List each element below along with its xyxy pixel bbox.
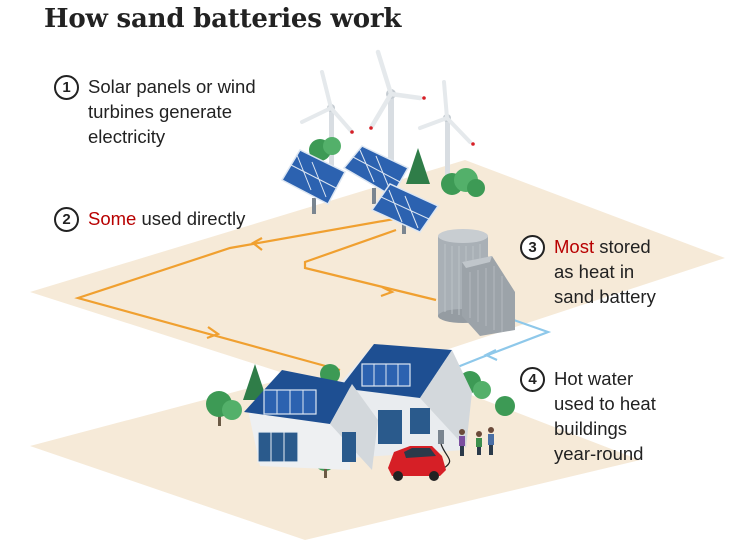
step-text-line: used to heat xyxy=(554,393,656,414)
flow-arrowheads xyxy=(206,237,395,340)
step-text-line: year-round xyxy=(554,443,644,464)
person-icon xyxy=(459,429,465,456)
tree-icon xyxy=(441,168,485,197)
heat-pipe xyxy=(454,316,552,370)
step-text: Most stored as heat in sand battery xyxy=(554,234,656,309)
step-text-line: turbines generate xyxy=(88,101,232,122)
step-text: Some used directly xyxy=(88,206,245,231)
wind-turbine-icon xyxy=(418,80,475,192)
step-text-line: Solar panels or wind xyxy=(88,76,256,97)
step-text-line: electricity xyxy=(88,126,166,147)
step-text: Solar panels or wind turbines generate e… xyxy=(88,74,256,149)
tree-icon xyxy=(495,396,515,416)
step-number-badge: 2 xyxy=(54,207,79,232)
step-text-rest: used directly xyxy=(136,208,246,229)
electric-car-icon xyxy=(388,446,446,481)
step-text-line: sand battery xyxy=(554,286,656,307)
step-2: 2 Some used directly xyxy=(54,206,245,232)
step-number-badge: 4 xyxy=(520,367,545,392)
step-text-line: buildings xyxy=(554,418,628,439)
step-text-line: as heat in xyxy=(554,261,635,282)
upper-ground-plane xyxy=(30,160,725,388)
page-title: How sand batteries work xyxy=(44,4,402,34)
tree-icon xyxy=(406,148,430,184)
step-1: 1 Solar panels or wind turbines generate… xyxy=(54,74,256,149)
sand-battery-icon xyxy=(438,229,515,336)
highlight-word: Some xyxy=(88,208,137,229)
step-4: 4 Hot water used to heat buildings year-… xyxy=(520,366,656,466)
step-number-badge: 3 xyxy=(520,235,545,260)
step-text-line: Most stored xyxy=(554,234,656,259)
house-icon xyxy=(244,370,378,470)
person-icon xyxy=(476,431,482,455)
wind-turbine-icon xyxy=(369,49,426,191)
tree-icon xyxy=(243,364,267,400)
highlight-word: Most xyxy=(554,236,595,257)
step-3: 3 Most stored as heat in sand battery xyxy=(520,234,656,309)
person-icon xyxy=(488,427,494,455)
step-text: Hot water used to heat buildings year-ro… xyxy=(554,366,656,466)
solar-panel-icon xyxy=(342,145,410,204)
tree-icon xyxy=(206,391,242,426)
solar-panel-icon xyxy=(280,149,347,214)
step-text-line: Hot water xyxy=(554,368,634,389)
electricity-flow-lines xyxy=(74,216,437,372)
step-text-line: Some used directly xyxy=(88,206,245,231)
solar-panel-icon xyxy=(370,183,440,234)
step-text-rest: stored xyxy=(594,236,651,257)
tree-icon xyxy=(309,137,341,161)
ev-charger-icon xyxy=(438,430,451,469)
step-number-badge: 1 xyxy=(54,75,79,100)
